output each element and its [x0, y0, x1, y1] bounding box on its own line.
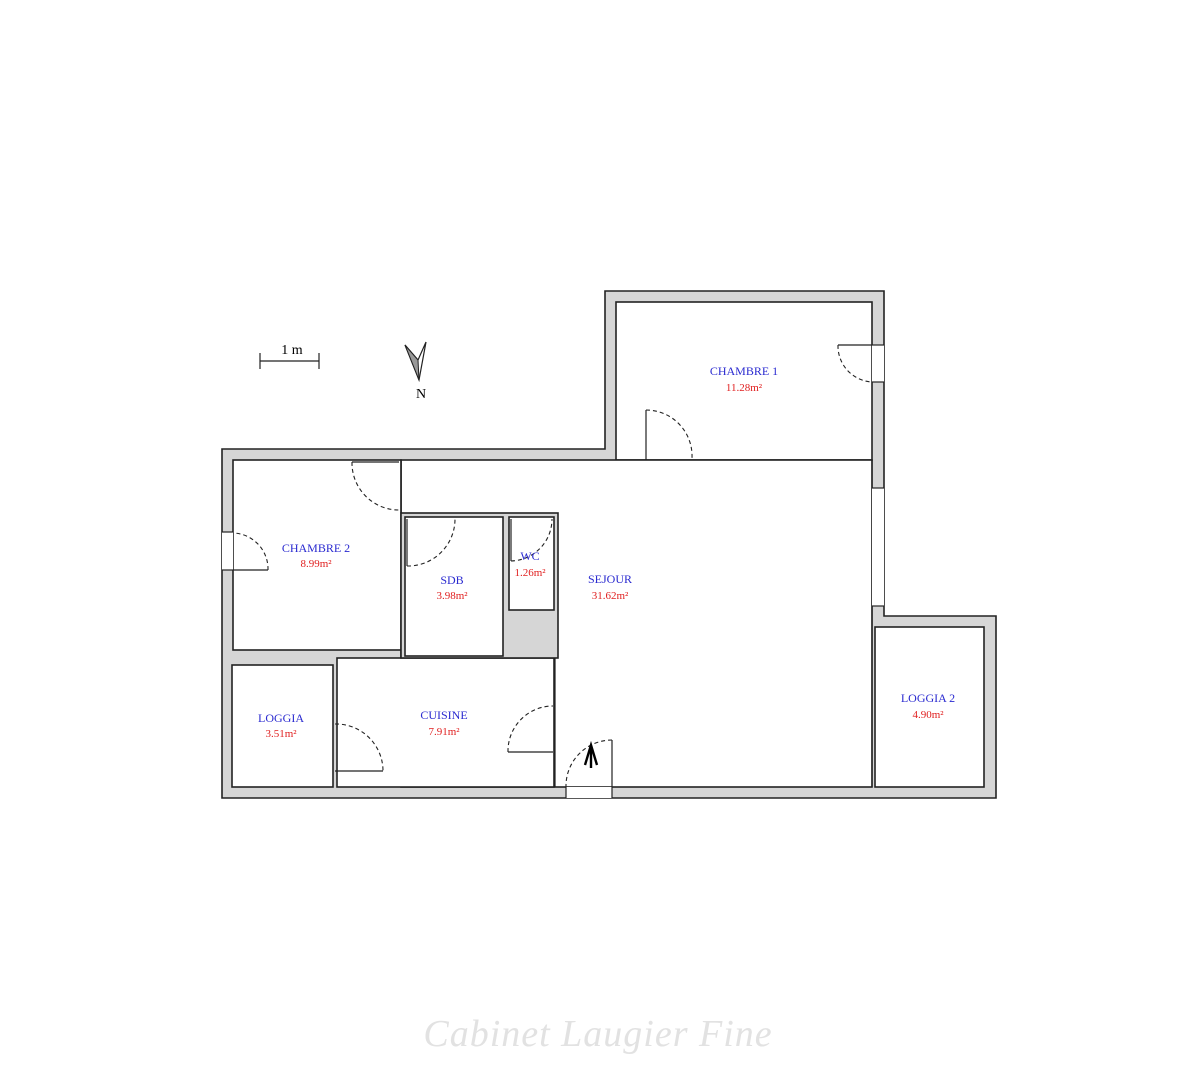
room-wc-floor	[508, 516, 555, 611]
opening-chambre2-west	[222, 532, 233, 570]
door-sdb-arc	[406, 518, 456, 567]
room-cuisine-area: 7.91m²	[428, 726, 460, 738]
north-label: N	[416, 387, 426, 402]
room-wc-name: WC	[520, 549, 539, 563]
room-loggia-name: LOGGIA	[258, 711, 304, 725]
door-chambre1-arc	[645, 409, 693, 459]
openings	[222, 344, 884, 798]
room-chambre2-floor	[232, 459, 402, 651]
scale-bar: 1 m	[259, 343, 320, 369]
door-entrance-arc	[565, 739, 613, 788]
watermark-text: Cabinet Laugier Fine	[423, 1013, 772, 1055]
room-sdb-name: SDB	[440, 573, 463, 587]
room-wc-area: 1.26m²	[514, 567, 546, 579]
doors	[232, 344, 873, 788]
entrance-arrow-icon	[583, 740, 599, 768]
room-cuisine-name: CUISINE	[420, 708, 467, 722]
room-loggia2-area: 4.90m²	[912, 709, 944, 721]
opening-entrance	[566, 787, 612, 798]
room-chambre1-name: CHAMBRE 1	[710, 364, 778, 378]
door-chambre2-arc	[351, 461, 400, 511]
door-chambre1-window-arc	[837, 344, 873, 383]
room-sejour-name: SEJOUR	[588, 572, 632, 586]
room-shapes	[231, 301, 985, 788]
room-chambre1-area: 11.28m²	[726, 382, 763, 394]
room-chambre2-name: CHAMBRE 2	[282, 541, 350, 555]
room-cuisine-floor	[336, 657, 555, 788]
scale-bar-label: 1 m	[281, 343, 303, 358]
room-loggia-floor	[231, 664, 334, 788]
door-cuisine-arc	[507, 705, 554, 753]
room-loggia2-name: LOGGIA 2	[901, 691, 955, 705]
room-labels: CHAMBRE 1 11.28m² CHAMBRE 2 8.99m² SDB 3…	[258, 364, 955, 740]
room-sdb-floor	[404, 516, 504, 657]
room-loggia2-floor	[874, 626, 985, 788]
door-loggia-arc	[334, 723, 384, 772]
room-chambre2-area: 8.99m²	[300, 558, 332, 570]
opening-chambre1-east	[872, 345, 884, 382]
north-arrow-icon: N	[404, 341, 427, 402]
opening-sejour-east	[872, 488, 884, 606]
room-sejour-area: 31.62m²	[592, 590, 629, 602]
room-sdb-area: 3.98m²	[436, 590, 468, 602]
door-wc-arc	[510, 518, 553, 562]
room-loggia-area: 3.51m²	[265, 728, 297, 740]
door-chambre2-window-arc	[232, 532, 269, 571]
room-chambre1-floor	[615, 301, 873, 461]
